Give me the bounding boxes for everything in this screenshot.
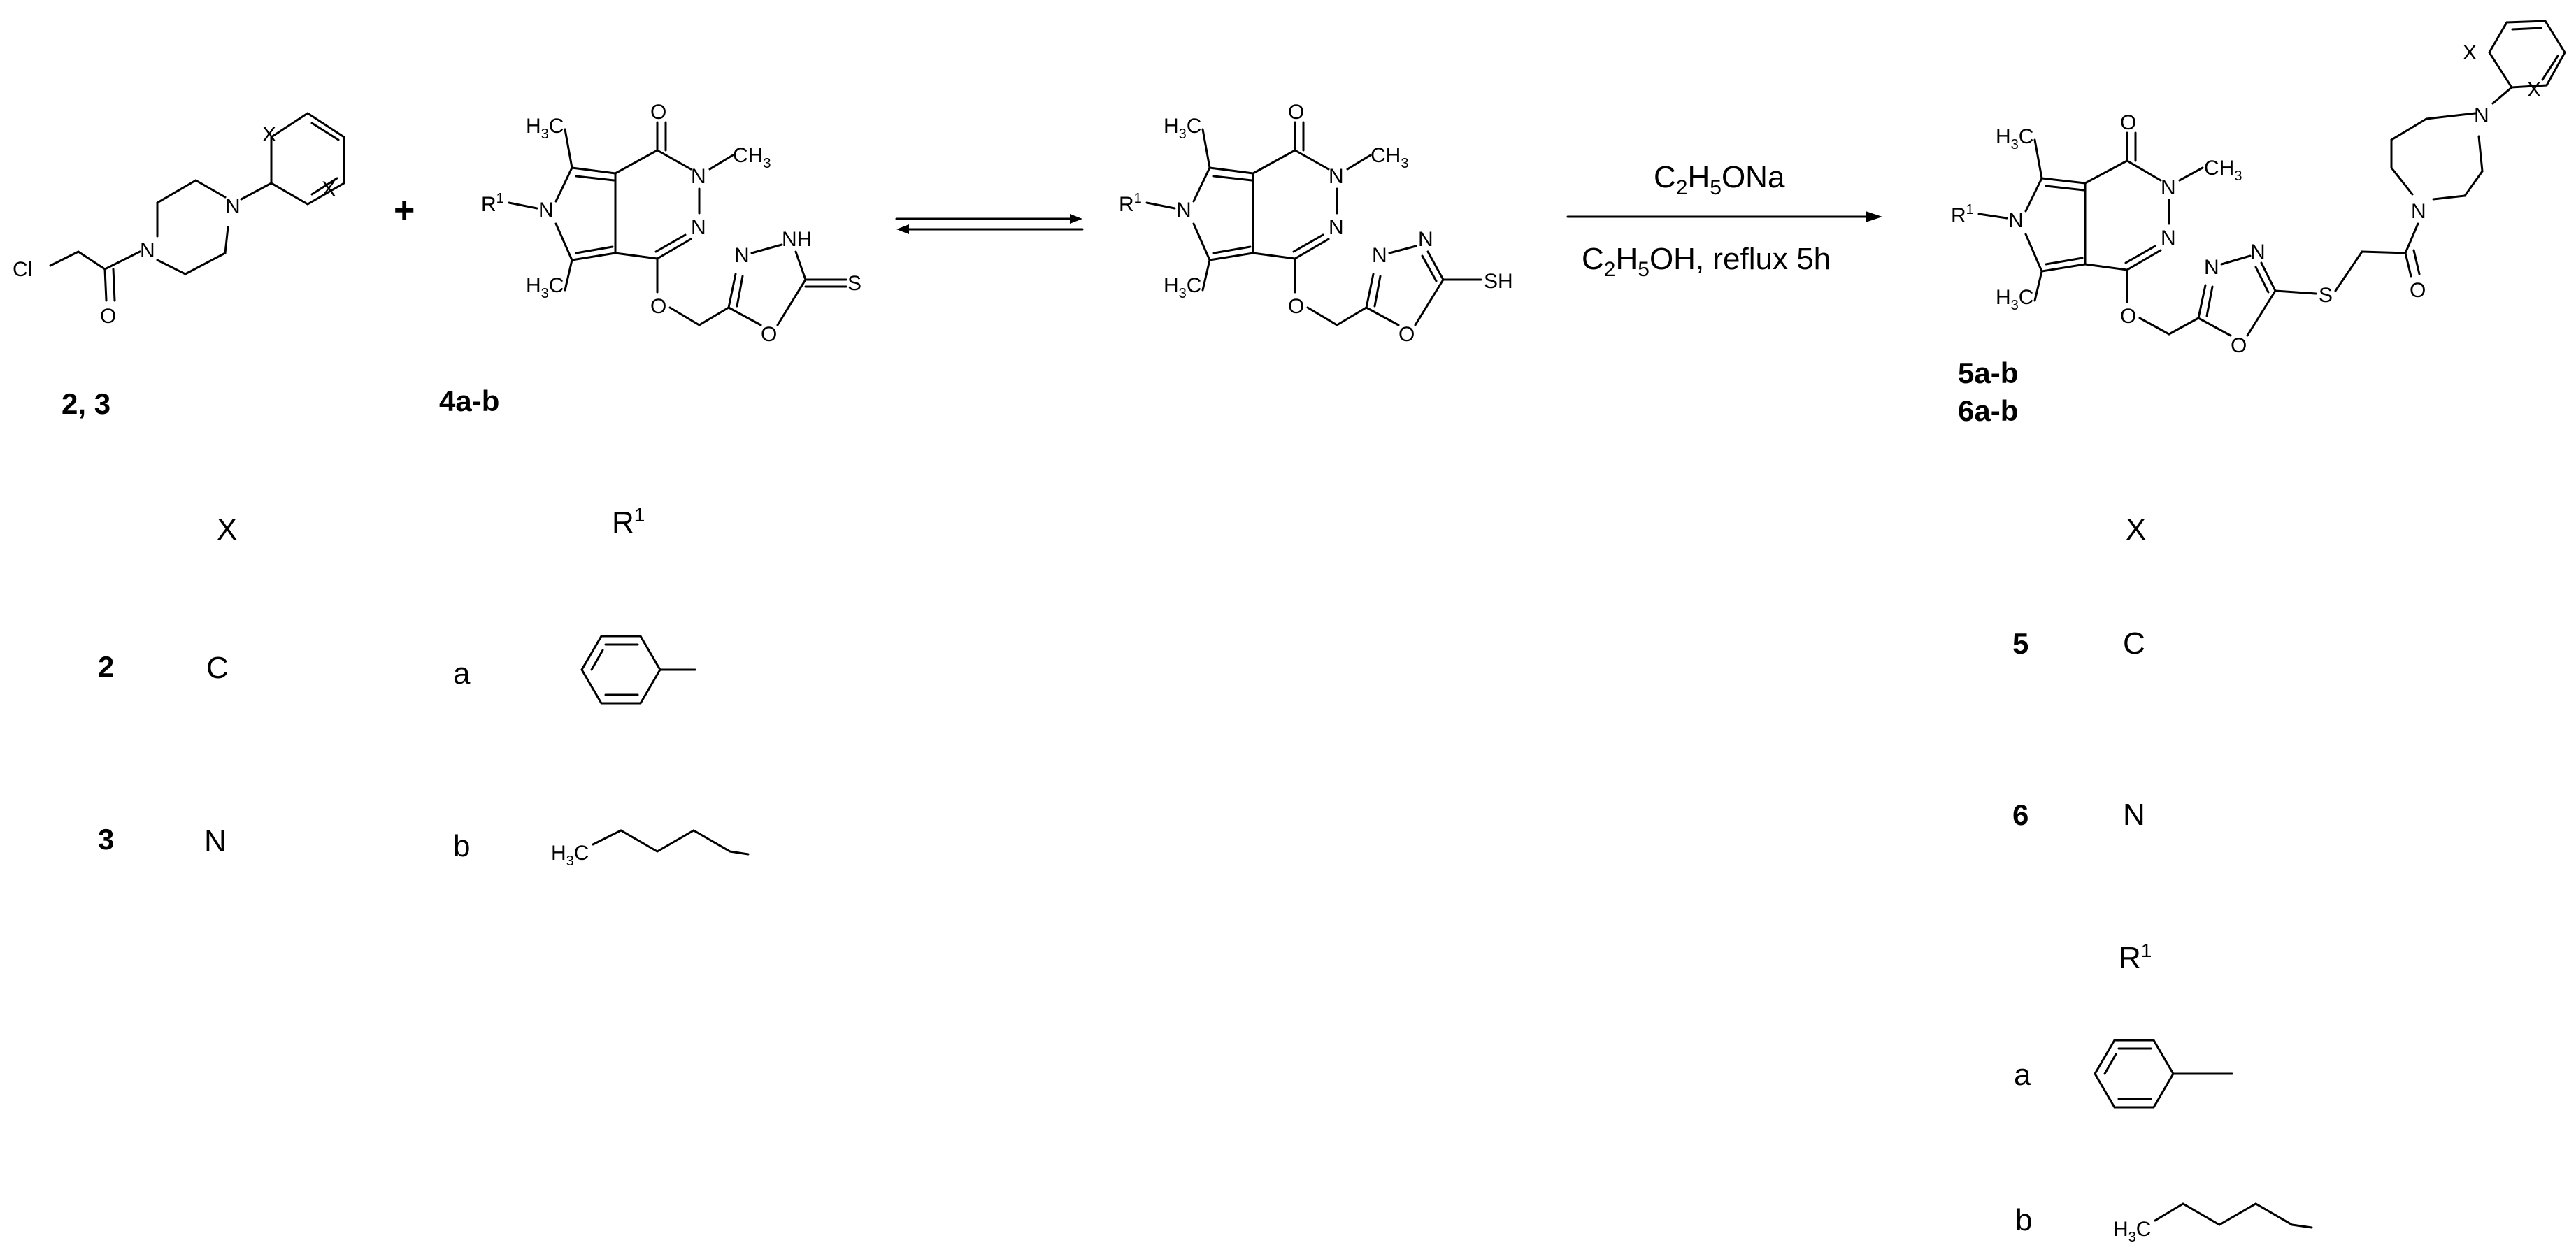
ring-n2-atom: N (1329, 165, 1344, 188)
carbonyl-o-atom: O (2120, 111, 2136, 134)
ring-x-atom: X (322, 178, 336, 201)
ring-x-atom: X (2527, 78, 2541, 101)
thione-s-atom: S (847, 272, 861, 295)
table-row-x: C (206, 651, 229, 685)
oxadiazole-n-atom: N (2204, 256, 2219, 279)
reactant-chloroacetyl-piperazine: Cl O N N X X (13, 112, 345, 328)
substituent-table-right: X 5 C 6 N R1 a b H3C (2012, 512, 2313, 1245)
ether-o-atom: O (1288, 295, 1304, 318)
ring-n3-atom: N (1329, 216, 1344, 239)
oxadiazole-o-atom: O (2231, 334, 2247, 357)
substituent-table-left: X 2 C 3 N (98, 512, 237, 858)
product-structure: R1 N H3C H3C O N CH3 N O N N (1951, 20, 2566, 357)
ring-n3-atom: N (2161, 226, 2176, 250)
methyl-h3c-top: H3C (1164, 115, 1201, 142)
cl-atom: Cl (13, 258, 32, 281)
oxadiazole-o-atom: O (1398, 323, 1415, 346)
table-header-x: X (217, 512, 237, 547)
methyl-h3c-top: H3C (1996, 125, 2033, 152)
table-row-id: 2 (98, 650, 114, 683)
reactant1-label: 2, 3 (62, 387, 110, 420)
ring-x-atom: X (2463, 41, 2477, 64)
piperazine-n4-atom: N (2474, 104, 2489, 127)
oxadiazole-n-atom: N (734, 244, 750, 267)
methyl-h3c: H3C (551, 842, 589, 869)
plus-sign: + (394, 190, 415, 231)
butyl-substituent: H3C (551, 829, 750, 869)
ether-o-atom: O (650, 295, 666, 318)
r1-group: R1 (1119, 191, 1142, 216)
oxadiazole-nh: NH (782, 228, 812, 251)
table-row-id: b (453, 829, 470, 863)
reactant-oxadiazole-thione: R1 N H3C H3C O N CH3 N O (481, 101, 861, 346)
condition-solvent: C2H5OH, reflux 5h (1582, 242, 1831, 281)
equilibrium-arrow (895, 214, 1084, 234)
methyl-h3c-top: H3C (526, 115, 564, 142)
table-row-id: 3 (98, 823, 114, 856)
table-row-id: 5 (2012, 627, 2028, 660)
product-label-6: 6a-b (1958, 394, 2018, 427)
product-label-5: 5a-b (1958, 357, 2018, 389)
table-row-id: a (2014, 1058, 2031, 1092)
methyl-h3c: H3C (2113, 1218, 2151, 1245)
thiol-tautomer: R1 N H3C H3C O N CH3 N O N N (1119, 101, 1513, 346)
ring-n2-atom: N (2161, 176, 2176, 199)
condition-reagent: C2H5ONa (1654, 160, 1785, 199)
methyl-h3c-bottom: H3C (1996, 286, 2033, 313)
ring-x-atom: X (262, 123, 276, 146)
table-row-id: a (453, 656, 471, 691)
ring-n3-atom: N (691, 216, 706, 239)
table-row-id: 6 (2012, 798, 2028, 831)
phenyl-substituent (2094, 1039, 2233, 1109)
substituent-table-mid: R1 a b H3C (453, 504, 750, 869)
oxadiazole-n-atom: N (1418, 228, 1433, 251)
r1-group: R1 (1951, 202, 1974, 227)
amide-o-atom: O (2410, 279, 2426, 302)
n-methyl: CH3 (1371, 144, 1408, 171)
table-row-x: N (204, 824, 227, 858)
table-row-x: N (2123, 798, 2145, 832)
table-row-id: b (2015, 1203, 2032, 1237)
pyrrole-n-atom: N (538, 199, 554, 222)
ether-o-atom: O (2120, 305, 2136, 328)
carbonyl-o-atom: O (650, 101, 666, 124)
oxadiazole-n-atom: N (1372, 244, 1387, 267)
n-methyl: CH3 (733, 144, 771, 171)
r1-group: R1 (481, 191, 504, 216)
methyl-h3c-bottom: H3C (526, 274, 564, 301)
oxadiazole-n-atom: N (2250, 240, 2266, 264)
methyl-h3c-bottom: H3C (1164, 274, 1201, 301)
reaction-arrow: C2H5ONa C2H5OH, reflux 5h (1566, 160, 1882, 281)
table-header-r1: R1 (2119, 940, 2152, 975)
phenyl-substituent (580, 635, 696, 705)
pyrrole-n-atom: N (1176, 199, 1192, 222)
thiol-sh: SH (1484, 270, 1513, 293)
carbonyl-o-atom: O (100, 305, 116, 328)
table-header-r1: R1 (612, 504, 645, 540)
reactant2-label: 4a-b (439, 384, 499, 417)
piperazine-n1-atom: N (2411, 200, 2426, 223)
piperazine-n1-atom: N (140, 239, 155, 262)
table-header-x: X (2126, 512, 2146, 547)
oxadiazole-o-atom: O (761, 323, 777, 346)
piperazine-n4-atom: N (225, 195, 241, 218)
carbonyl-o-atom: O (1288, 101, 1304, 124)
butyl-substituent: H3C (2113, 1202, 2313, 1245)
thioether-s-atom: S (2319, 284, 2333, 307)
table-row-x: C (2123, 626, 2145, 661)
pyrrole-n-atom: N (2008, 209, 2024, 232)
n-methyl: CH3 (2204, 157, 2242, 184)
ring-n2-atom: N (691, 165, 706, 188)
